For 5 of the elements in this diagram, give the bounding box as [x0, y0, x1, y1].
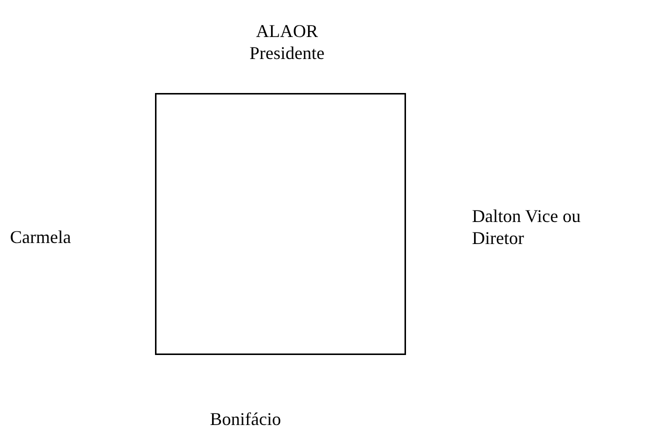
name-label: ALAOR Presidente	[248, 20, 326, 64]
name-label: Bonifácio	[210, 408, 282, 430]
name-label: Carmela	[10, 226, 72, 248]
name-label: Dalton Vice ou Diretor	[472, 205, 582, 249]
empty-square	[155, 93, 406, 355]
